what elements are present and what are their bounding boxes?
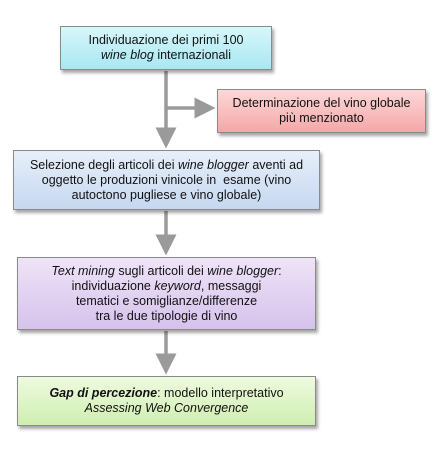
node-text-italic: wine blogger <box>207 263 279 278</box>
node-text: Determinazione del vino globale <box>232 96 411 110</box>
node-text-italic: Assessing Web Convergence <box>84 401 249 415</box>
node-text-bold-italic: Gap di percezione <box>49 386 158 400</box>
node-text: individuazione keyword, messaggi <box>51 279 281 294</box>
node-text: : modello interpretativo <box>157 386 284 400</box>
node-text: internazionali <box>153 48 231 62</box>
node-text-italic: Text mining <box>51 263 115 278</box>
node-text: Gap di percezione: modello interpretativ… <box>49 386 283 401</box>
node-text: : <box>278 263 282 278</box>
node-text: wine blog internazionali <box>89 48 244 63</box>
node-text: oggetto le produzioni vinicole in esame … <box>41 172 292 187</box>
node-text: sugli articoli dei <box>114 263 208 278</box>
node-text-italic: wine blog <box>101 48 154 62</box>
node-text-italic: keyword <box>154 278 201 293</box>
node-text: tra le due tipologie di vino <box>95 308 238 323</box>
node-text: Text mining sugli articoli dei wine blog… <box>51 264 281 279</box>
node-text: più menzionato <box>279 111 364 125</box>
node-text: autoctono pugliese e vino globale) <box>71 187 262 202</box>
node-individuazione-wine-blog: Individuazione dei primi 100 wine blog i… <box>60 26 272 70</box>
node-text: , messaggi <box>200 278 262 293</box>
node-text-italic: wine blogger <box>177 157 249 172</box>
node-text: Individuazione dei primi 100 <box>88 33 244 47</box>
node-text: Selezione degli articoli dei <box>29 157 178 172</box>
node-text: tematici e somiglianze/differenze <box>75 293 258 308</box>
node-gap-di-percezione: Gap di percezione: modello interpretativ… <box>17 376 316 426</box>
node-selezione-articoli: Selezione degli articoli dei wine blogge… <box>13 150 320 210</box>
node-text-mining: Text mining sugli articoli dei wine blog… <box>17 257 316 330</box>
node-text: Selezione degli articoli dei wine blogge… <box>30 158 303 173</box>
node-text: aventi ad <box>248 157 304 172</box>
node-determinazione-vino-globale: Determinazione del vino globale più menz… <box>217 89 426 133</box>
node-text: individuazione <box>71 278 155 293</box>
